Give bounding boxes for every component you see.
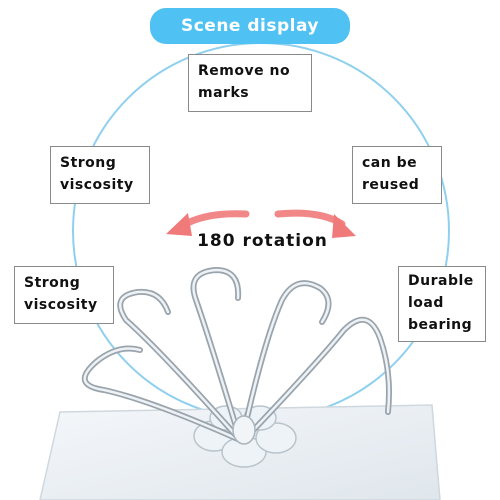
feature-line: bearing bbox=[408, 316, 473, 333]
scene-display-title: Scene display bbox=[150, 8, 350, 44]
feature-line: Durable bbox=[408, 273, 474, 290]
hook-wires bbox=[81, 266, 392, 443]
feature-line: can be bbox=[362, 155, 418, 172]
feature-can-be-reused: can be reused bbox=[352, 146, 442, 204]
feature-line: load bbox=[408, 295, 444, 312]
feature-strong-viscosity-upper: Strong viscosity bbox=[50, 146, 150, 204]
feature-line: Strong bbox=[60, 155, 117, 172]
rotate-right-arrow-icon bbox=[274, 209, 356, 238]
feature-line: Remove no bbox=[198, 63, 291, 80]
feature-line: reused bbox=[362, 177, 420, 193]
hook-pivot bbox=[232, 415, 256, 445]
feature-line: viscosity bbox=[60, 177, 134, 193]
rotation-label: 180 rotation bbox=[197, 231, 328, 251]
rotate-left-arrow-icon bbox=[166, 210, 250, 236]
feature-durable-load-bearing: Durable load bearing bbox=[398, 266, 486, 342]
feature-line: Strong bbox=[24, 275, 81, 292]
feature-strong-viscosity-lower: Strong viscosity bbox=[14, 266, 114, 324]
feature-line: viscosity bbox=[24, 297, 98, 313]
feature-remove-no-marks: Remove no marks bbox=[188, 54, 312, 112]
feature-line: marks bbox=[198, 85, 250, 101]
